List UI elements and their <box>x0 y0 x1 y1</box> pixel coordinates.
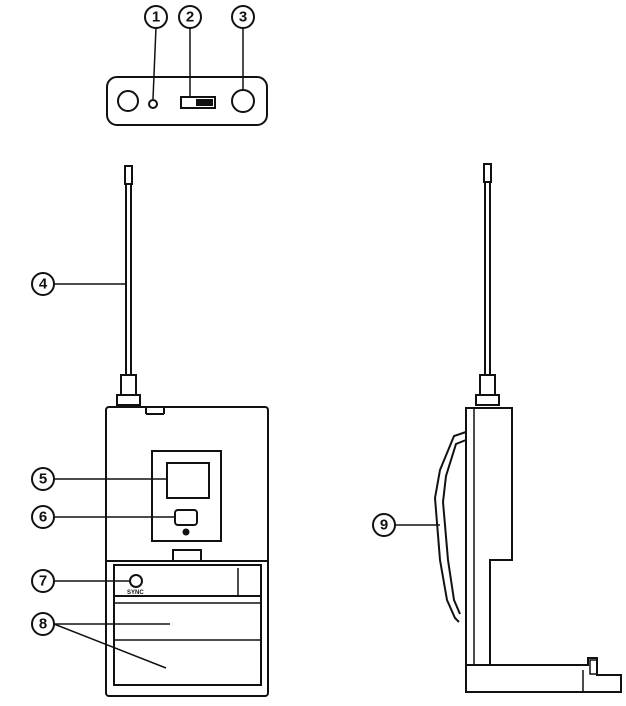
power-switch <box>180 96 216 109</box>
side-antenna-base <box>479 374 496 396</box>
power-switch-knob <box>196 99 213 106</box>
side-antenna-collar <box>475 394 500 406</box>
sync-label: SYNC <box>127 590 144 596</box>
set-button <box>174 509 198 526</box>
antenna-tip <box>124 165 133 185</box>
callout-4: 4 <box>31 272 55 296</box>
svg-text:4: 4 <box>39 276 48 293</box>
svg-text:9: 9 <box>380 517 388 534</box>
belt-clip <box>433 431 467 623</box>
front-view: SYNC <box>53 165 269 697</box>
callout-1: 1 <box>144 5 168 29</box>
top-view <box>106 26 268 126</box>
svg-text:3: 3 <box>239 9 247 26</box>
callout-2: 2 <box>178 5 202 29</box>
lcd-screen <box>166 462 210 499</box>
callout-8: 8 <box>31 612 55 636</box>
side-body <box>465 407 513 666</box>
top-panel <box>106 76 268 126</box>
callout-9: 9 <box>372 513 396 537</box>
callout-5: 5 <box>31 467 55 491</box>
sync-button <box>129 574 143 588</box>
callout-7: 7 <box>31 569 55 593</box>
svg-text:8: 8 <box>39 616 47 633</box>
side-view <box>395 163 622 693</box>
antenna-collar <box>116 394 141 406</box>
svg-text:6: 6 <box>39 509 47 526</box>
callout-6: 6 <box>31 505 55 529</box>
callout-3: 3 <box>231 5 255 29</box>
antenna-socket <box>117 90 139 112</box>
side-antenna-tip <box>483 163 492 183</box>
svg-text:1: 1 <box>152 9 160 26</box>
battery-door <box>113 564 262 686</box>
antenna-base <box>120 374 137 396</box>
display-panel <box>151 450 222 542</box>
svg-text:5: 5 <box>39 471 47 488</box>
side-base <box>465 657 622 693</box>
audio-input-jack <box>231 89 255 113</box>
ir-window <box>182 528 190 536</box>
svg-text:2: 2 <box>186 9 194 26</box>
svg-text:7: 7 <box>39 573 47 590</box>
transmitter-body <box>105 406 269 697</box>
indicator-led <box>148 99 158 109</box>
battery-latch <box>172 549 202 562</box>
